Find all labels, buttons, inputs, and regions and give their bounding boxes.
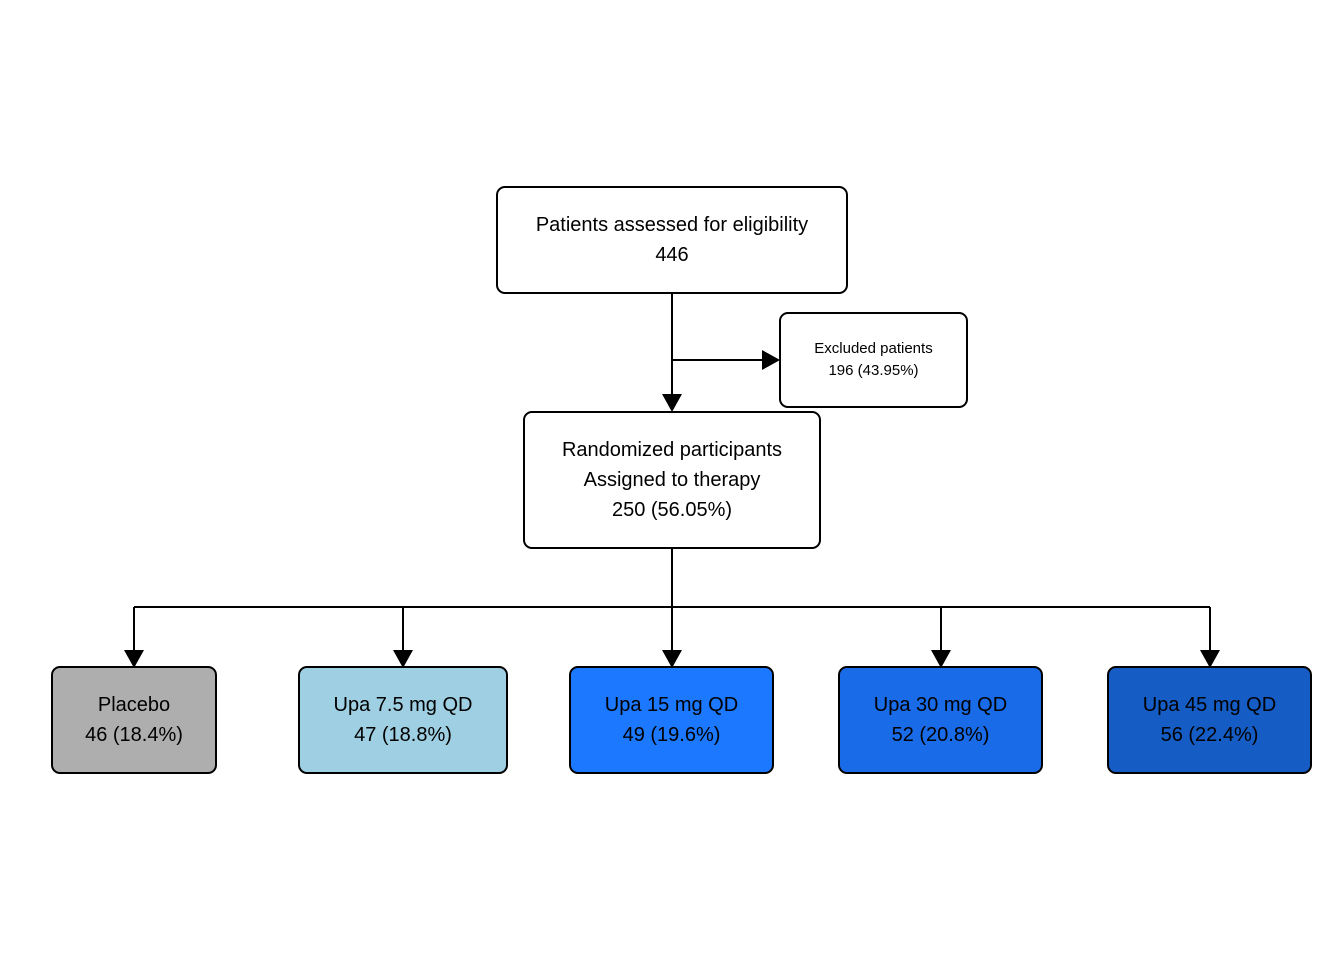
excluded-box: Excluded patients 196 (43.95%) xyxy=(779,312,968,408)
excluded-label: Excluded patients xyxy=(814,340,933,357)
arm-count: 46 (18.4%) xyxy=(85,724,183,746)
arm-label: Placebo xyxy=(97,694,171,716)
randomized-box: Randomized participants Assigned to ther… xyxy=(523,411,821,549)
arm-box-upa-15: Upa 15 mg QD 49 (19.6%) xyxy=(569,666,774,774)
arm-arrowhead-upa-45 xyxy=(1200,650,1220,668)
randomized-arrowhead xyxy=(662,394,682,412)
randomized-count: 250 (56.05%) xyxy=(611,499,733,521)
randomized-sublabel: Assigned to therapy xyxy=(583,469,761,491)
arm-box-placebo: Placebo 46 (18.4%) xyxy=(51,666,217,774)
arm-arrowhead-placebo xyxy=(124,650,144,668)
arm-arrowhead-upa-7-5 xyxy=(393,650,413,668)
arm-label: Upa 45 mg QD xyxy=(1142,694,1277,716)
arm-arrowhead-upa-30 xyxy=(931,650,951,668)
arm-arrowhead-upa-15 xyxy=(662,650,682,668)
arm-box-upa-7-5: Upa 7.5 mg QD 47 (18.8%) xyxy=(298,666,508,774)
screening-count: 446 xyxy=(655,244,689,266)
arm-label: Upa 15 mg QD xyxy=(604,694,739,716)
excluded-count: 196 (43.95%) xyxy=(828,362,919,379)
arm-box-upa-30: Upa 30 mg QD 52 (20.8%) xyxy=(838,666,1043,774)
arm-count: 56 (22.4%) xyxy=(1160,724,1259,746)
arm-label: Upa 7.5 mg QD xyxy=(333,694,473,716)
screening-box: Patients assessed for eligibility 446 xyxy=(496,186,848,294)
arm-label: Upa 30 mg QD xyxy=(873,694,1008,716)
excluded-arrowhead xyxy=(762,350,780,370)
arm-count: 52 (20.8%) xyxy=(891,724,990,746)
arm-box-upa-45: Upa 45 mg QD 56 (22.4%) xyxy=(1107,666,1312,774)
arm-count: 47 (18.8%) xyxy=(354,724,452,746)
screening-label: Patients assessed for eligibility xyxy=(535,214,809,236)
arm-count: 49 (19.6%) xyxy=(622,724,721,746)
randomized-label: Randomized participants xyxy=(561,439,783,461)
